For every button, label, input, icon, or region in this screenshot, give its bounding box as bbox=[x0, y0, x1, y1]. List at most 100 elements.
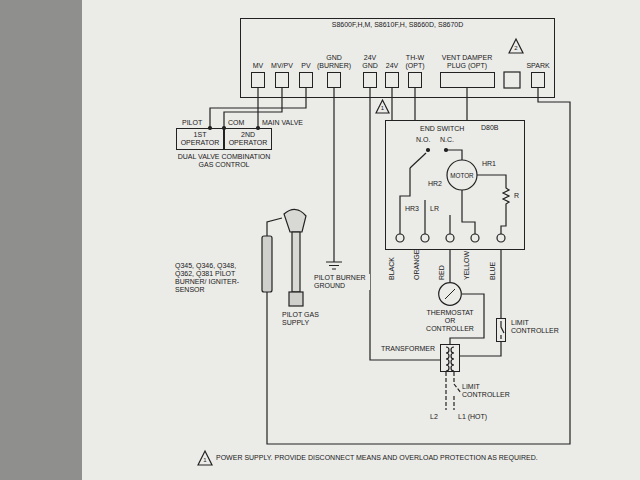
valve-operator: 2ND OPERATOR bbox=[224, 128, 272, 150]
contact-label: N.O. bbox=[416, 136, 430, 144]
wire bbox=[460, 342, 501, 356]
gas-valve-label: DUAL VALVE COMBINATION GAS CONTROL bbox=[176, 153, 272, 169]
wire bbox=[449, 250, 450, 282]
terminal-label: 24V bbox=[386, 62, 398, 70]
vent-damper: D80B bbox=[385, 120, 525, 250]
thermostat: THERMOSTAT OR CONTROLLER bbox=[438, 282, 462, 306]
gas-valve: 1ST OPERATOR2ND OPERATORDUAL VALVE COMBI… bbox=[176, 128, 272, 150]
terminal-block bbox=[275, 72, 289, 88]
internal-wire bbox=[424, 200, 425, 234]
wire bbox=[500, 250, 501, 318]
relay-label: HR3 bbox=[405, 205, 419, 213]
thermostat-label: THERMOSTAT OR CONTROLLER bbox=[424, 309, 476, 333]
spark-wire bbox=[267, 88, 570, 444]
valve-terminal-label: COM bbox=[228, 119, 244, 127]
wire bbox=[414, 88, 415, 120]
callout-number: 1 bbox=[203, 457, 206, 464]
valve-operator-label: 2ND OPERATOR bbox=[226, 131, 270, 147]
relay-label: HR2 bbox=[428, 180, 442, 188]
valve-terminal-label: PILOT bbox=[182, 119, 202, 127]
transformer-label: TRANSFORMER bbox=[381, 345, 435, 353]
terminal-block bbox=[385, 72, 399, 88]
warning-triangle bbox=[376, 100, 389, 113]
wire-color: RED bbox=[438, 265, 446, 280]
terminal-label: PV bbox=[301, 62, 310, 70]
screw-terminal bbox=[446, 234, 454, 242]
terminal-label: 24V GND bbox=[360, 54, 380, 70]
relay-label: LR bbox=[430, 205, 439, 213]
motor-symbol bbox=[447, 160, 477, 190]
terminal-block bbox=[251, 72, 265, 88]
terminal: 24V bbox=[384, 62, 400, 88]
screw-terminal bbox=[471, 234, 479, 242]
power-line-label: L1 (HOT) bbox=[458, 413, 487, 421]
transformer: TRANSFORMER bbox=[440, 344, 460, 372]
control-module: MV MV/PV PV GND (BURNER) 24V GND 24V TH-W (OPT… bbox=[240, 18, 555, 98]
terminal-label: MV/PV bbox=[271, 62, 293, 70]
wire bbox=[391, 88, 392, 120]
vent-damper-plug: VENT DAMPER PLUG (OPT) bbox=[437, 54, 497, 88]
ground-symbol bbox=[326, 262, 342, 269]
switch-label: END SWITCH bbox=[420, 125, 464, 133]
terminal-block bbox=[440, 72, 495, 88]
wire bbox=[466, 88, 467, 120]
valve-terminal-label: MAIN VALVE bbox=[262, 119, 303, 127]
terminal-block bbox=[408, 72, 422, 88]
igniter-insulator bbox=[262, 236, 272, 292]
paper bbox=[82, 0, 640, 480]
internal-wire bbox=[462, 190, 475, 234]
terminal: 24V GND bbox=[359, 54, 381, 88]
terminal-label: GND (BURNER) bbox=[315, 54, 353, 70]
contact-label: N.C. bbox=[440, 136, 454, 144]
transformer-coil bbox=[451, 347, 454, 371]
terminal-block bbox=[363, 72, 377, 88]
callout-number: 1 bbox=[381, 105, 384, 112]
callout-number: 2 bbox=[514, 45, 517, 52]
terminal: TH-W (OPT) bbox=[402, 54, 428, 88]
vent-damper-plug-label: VENT DAMPER PLUG (OPT) bbox=[438, 54, 496, 70]
pilot-burner-hood bbox=[284, 209, 306, 232]
terminal: MV bbox=[250, 62, 266, 88]
part-label: PILOT GAS SUPPLY bbox=[282, 311, 328, 327]
thermostat-symbol bbox=[438, 282, 462, 306]
ground-wire bbox=[333, 88, 334, 262]
terminal-label: MV bbox=[253, 62, 264, 70]
photo-margin bbox=[0, 0, 82, 480]
internal-wire bbox=[446, 150, 462, 160]
resistor-label: R bbox=[514, 192, 519, 200]
screw-terminal bbox=[396, 234, 404, 242]
terminal-block bbox=[327, 72, 341, 88]
screw-terminal bbox=[421, 234, 429, 242]
limit-switch-wire bbox=[454, 372, 461, 410]
terminal-label: TH-W (OPT) bbox=[403, 54, 427, 70]
switch-contact bbox=[427, 149, 430, 152]
wire bbox=[210, 88, 306, 128]
terminal-block bbox=[299, 72, 313, 88]
wiring bbox=[198, 39, 570, 465]
pilot-tube bbox=[292, 232, 300, 292]
vent-damper-label: D80B bbox=[481, 124, 499, 132]
terminal-label: SPARK bbox=[526, 62, 549, 70]
resistor-symbol bbox=[477, 175, 509, 234]
limit-controller-label: LIMIT CONTROLLER bbox=[511, 319, 563, 335]
gas-fitting bbox=[289, 292, 303, 306]
terminal: PV bbox=[298, 62, 314, 88]
terminal: SPARK bbox=[525, 62, 550, 88]
internal-wire bbox=[449, 215, 450, 234]
relay-label: HR1 bbox=[482, 160, 496, 168]
line-wire bbox=[445, 372, 446, 410]
limit-controller: LIMIT CONTROLLER bbox=[496, 318, 506, 342]
empty-slot bbox=[504, 72, 520, 88]
valve-operator: 1ST OPERATOR bbox=[176, 128, 224, 150]
part-label: Q345, Q346, Q348, Q362, Q381 PILOT BURNE… bbox=[175, 262, 257, 294]
footnote: POWER SUPPLY. PROVIDE DISCONNECT MEANS A… bbox=[216, 454, 538, 462]
power-line-label: L2 bbox=[430, 413, 438, 421]
internal-wire bbox=[400, 168, 410, 234]
terminal: MV/PV bbox=[270, 62, 294, 88]
igniter-rod bbox=[267, 218, 282, 236]
part-label: PILOT BURNER GROUND bbox=[314, 274, 370, 290]
terminal-block bbox=[531, 72, 545, 88]
control-module-label: S8600F,H,M, S8610F,H, S8660D, S8670D bbox=[241, 21, 554, 29]
